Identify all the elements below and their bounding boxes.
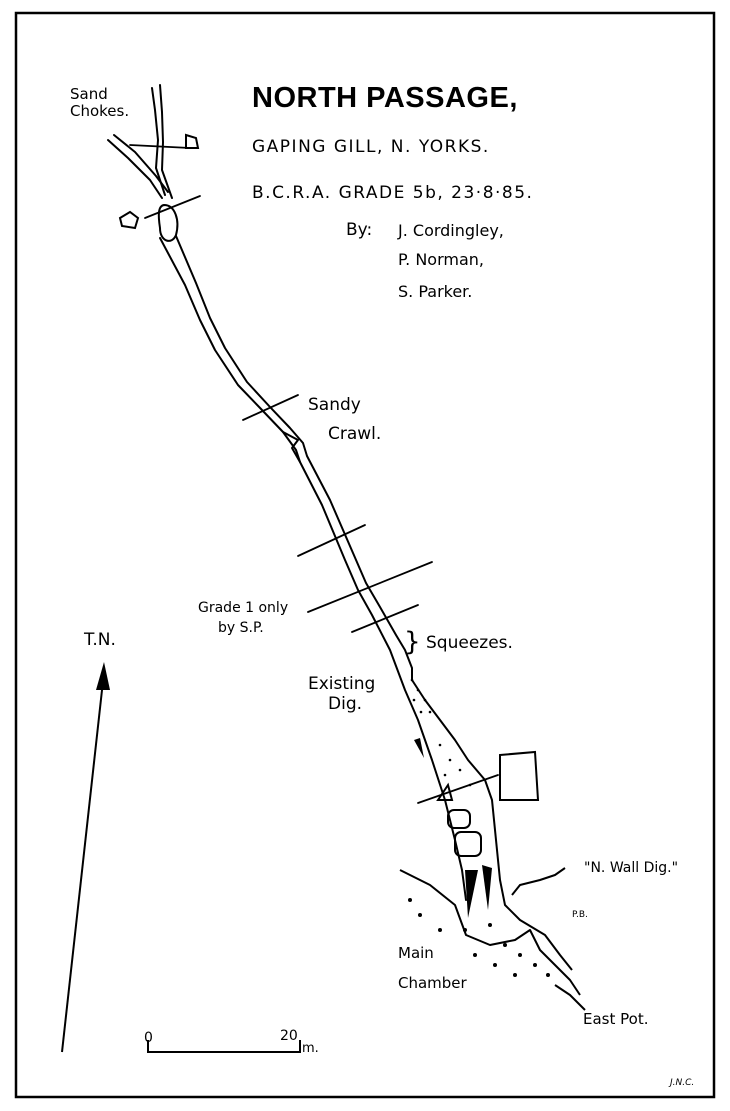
black-wedge xyxy=(482,865,492,910)
map-border xyxy=(14,11,716,1099)
map-title: NORTH PASSAGE, xyxy=(252,82,518,114)
label-sandy-crawl-2: Crawl. xyxy=(328,424,382,444)
passage-east-pot xyxy=(554,984,586,1011)
label-sand-chokes-1: Sand xyxy=(70,85,108,103)
passage-north-branch xyxy=(151,84,173,199)
label-existing-dig-2: Dig. xyxy=(328,694,363,714)
surveyor-1: J. Cordingley, xyxy=(398,221,504,240)
label-main-chamber-1: Main xyxy=(398,944,434,962)
grade-line: B.C.R.A. GRADE 5b, 23·8·85. xyxy=(252,183,534,203)
scale-bar xyxy=(147,1040,301,1053)
label-north-wall-dig: "N. Wall Dig." xyxy=(584,860,679,876)
section-line xyxy=(297,524,366,557)
passage-north-wall-dig xyxy=(511,867,566,896)
drafter-initials: J.N.C. xyxy=(670,1078,695,1088)
label-existing-dig-1: Existing xyxy=(308,674,376,694)
section-line xyxy=(307,561,433,613)
north-arrow-head xyxy=(96,662,110,690)
scale-unit: m. xyxy=(302,1041,319,1056)
label-grade1-2: by S.P. xyxy=(218,620,264,636)
boulder xyxy=(447,809,471,829)
boulder xyxy=(118,210,140,230)
section-line xyxy=(144,195,201,219)
label-squeezes: Squeezes. xyxy=(426,633,513,653)
label-pb: P.B. xyxy=(572,910,588,920)
cross-section-detail xyxy=(499,750,540,801)
section-line xyxy=(242,394,299,421)
black-wedge xyxy=(414,738,424,758)
passage-west-branch xyxy=(107,134,169,199)
location-line: GAPING GILL, N. YORKS. xyxy=(252,137,490,157)
surveyor-2: P. Norman, xyxy=(398,250,484,269)
section-line xyxy=(129,144,191,149)
main-chamber-outline xyxy=(399,869,581,996)
passage-east-wall xyxy=(175,235,501,881)
section-line xyxy=(417,774,499,804)
passage-zigzag xyxy=(282,431,301,463)
surveyor-3: S. Parker. xyxy=(398,282,473,301)
label-true-north: T.N. xyxy=(84,630,116,650)
label-sand-chokes-2: Chokes. xyxy=(70,102,130,120)
passage-chamber-blob xyxy=(157,204,179,242)
by-label: By: xyxy=(346,220,373,240)
scale-zero: 0 xyxy=(144,1030,153,1046)
passage-west-wall xyxy=(159,237,467,901)
boulder xyxy=(454,831,482,857)
black-wedge xyxy=(465,870,478,918)
scale-twenty: 20 xyxy=(280,1028,298,1044)
boulder xyxy=(185,133,200,149)
label-sandy-crawl-1: Sandy xyxy=(308,395,361,415)
section-line xyxy=(351,604,419,633)
squeezes-brace: } xyxy=(404,627,421,657)
label-grade1-1: Grade 1 only xyxy=(198,600,289,616)
label-main-chamber-2: Chamber xyxy=(398,974,467,992)
label-east-pot: East Pot. xyxy=(583,1010,649,1028)
north-arrow-line xyxy=(61,671,105,1053)
